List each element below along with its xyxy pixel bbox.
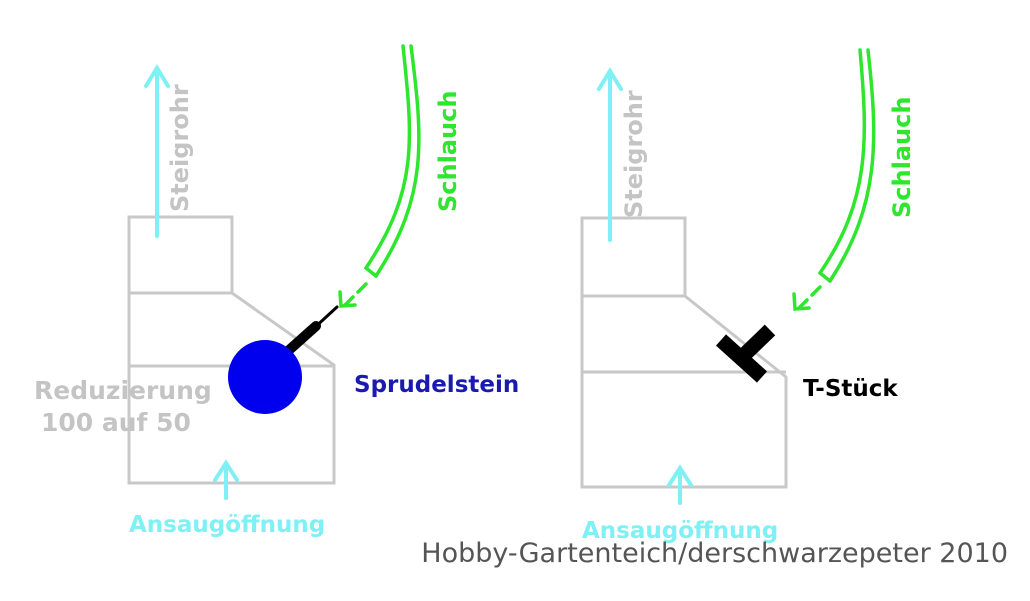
right-riser-shape	[580, 216, 788, 489]
fitting-label: T-Stück	[803, 376, 898, 402]
left-hose	[364, 44, 421, 278]
right-diagram	[580, 48, 876, 505]
left-riser-shape	[127, 215, 336, 485]
left-hose-label: Schlauch	[434, 91, 462, 212]
left-intake-arrow	[213, 459, 239, 500]
t-fitting	[715, 324, 776, 383]
left-intake-label: Ansaugöffnung	[129, 512, 325, 538]
right-intake-label: Ansaugöffnung	[582, 518, 778, 544]
reducer-label-line2: 100 auf 50	[41, 408, 191, 437]
right-hose-label: Schlauch	[888, 97, 916, 218]
reducer-label-line1: Reduzierung	[34, 376, 212, 405]
right-riser-arrow	[597, 67, 623, 242]
right-riser-label: Steigrohr	[620, 90, 648, 218]
right-flow-arrow	[792, 285, 822, 311]
left-pipe-outline	[127, 215, 336, 485]
right-hose	[818, 48, 876, 283]
credit-text: Hobby-Gartenteich/derschwarzepeter 2010	[421, 538, 1008, 569]
left-flow-arrow	[338, 282, 368, 308]
air-stone	[228, 340, 302, 414]
left-riser-label: Steigrohr	[166, 84, 194, 212]
left-connector	[283, 305, 339, 356]
left-diagram	[127, 44, 421, 500]
left-riser-arrow	[144, 64, 170, 238]
stone-label: Sprudelstein	[354, 372, 519, 398]
right-intake-arrow	[667, 464, 693, 505]
